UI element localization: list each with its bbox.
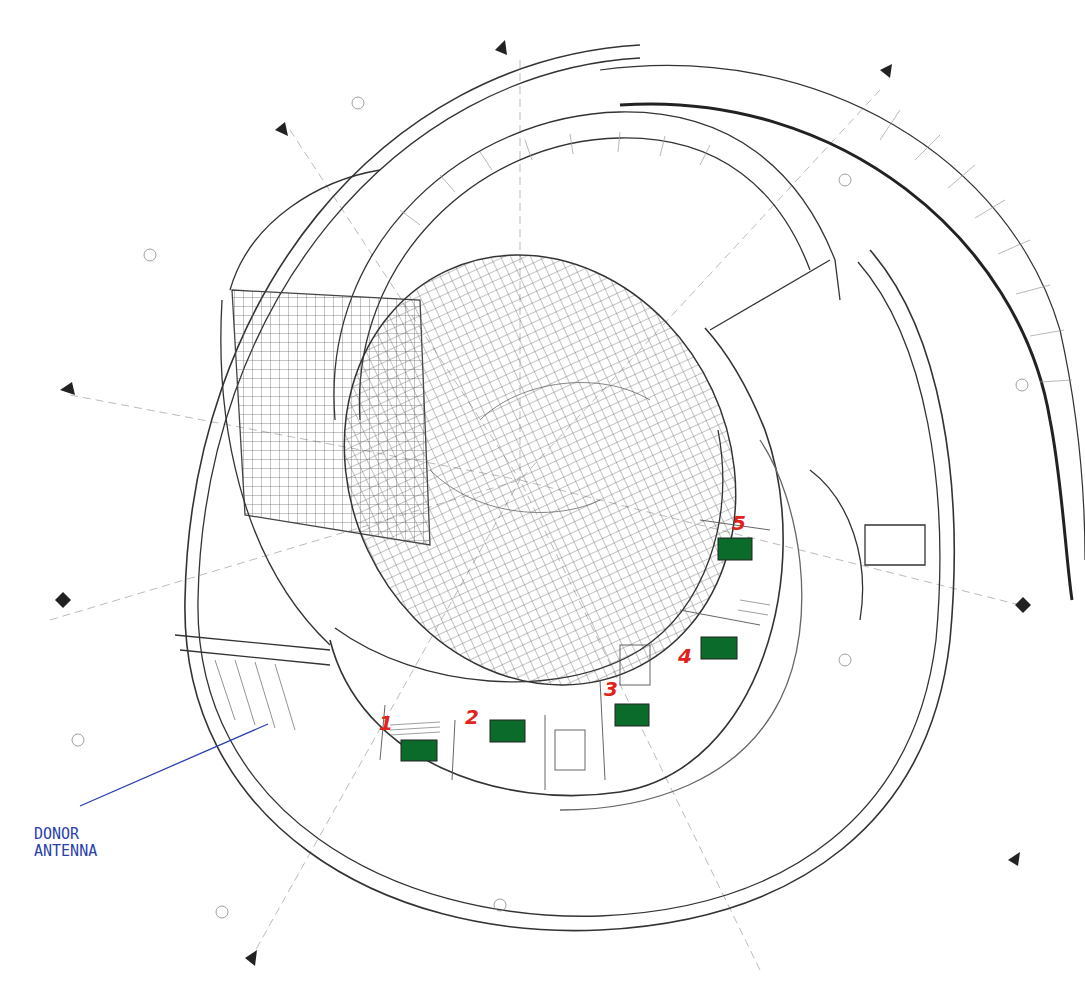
- antenna-note: DONOR ANTENNA: [34, 826, 124, 859]
- callout-number: 2: [465, 706, 479, 728]
- callout-number: 1: [379, 712, 393, 734]
- callout-number: 4: [678, 645, 692, 667]
- callout-number: 5: [732, 512, 746, 534]
- callout-number: 3: [604, 678, 618, 700]
